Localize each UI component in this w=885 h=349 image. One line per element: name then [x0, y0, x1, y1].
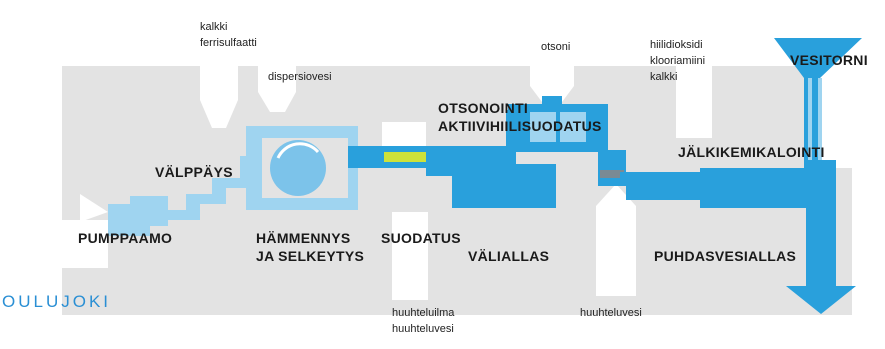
label-hammennys: HÄMMENNYS [256, 230, 351, 246]
flow-valppays [150, 156, 254, 220]
label-puhdasvesiallas: PUHDASVESIALLAS [654, 248, 797, 264]
label-oulujoki: OULUJOKI [2, 292, 112, 311]
label-suodatus: SUODATUS [381, 230, 461, 246]
otsonointi-top [542, 96, 562, 106]
label-valppays: VÄLPPÄYS [155, 164, 233, 180]
chem-ferrisulfaatti: ferrisulfaatti [200, 37, 257, 49]
pipe-to-puhdasvesiallas [620, 172, 700, 200]
otsonointi-tank [508, 104, 608, 152]
label-aktiivihiilisuodatus: AKTIIVIHIILISUODATUS [438, 118, 602, 134]
dosing-funnel-otsoni [530, 66, 574, 102]
dosing-funnel-dispersiovesi [258, 66, 296, 112]
valiallas-tank [452, 164, 556, 208]
label-valiallas: VÄLIALLAS [468, 248, 550, 264]
outflow-arrow [786, 160, 856, 314]
chem-klooriamiini: klooriamiini [650, 55, 706, 67]
label-otsonointi: OTSONOINTI [438, 100, 529, 116]
label-pumppaamo: PUMPPAAMO [78, 230, 173, 246]
chem-huuhteluilma: huuhteluilma [392, 307, 455, 319]
label-ja-selkeytys: JA SELKEYTYS [256, 248, 365, 264]
vesitorni-pipe-right [818, 78, 822, 198]
huuhteluvesi-column [596, 184, 636, 296]
otsonointi-chamber-1 [530, 112, 556, 142]
dosing-funnel-kalkki [200, 66, 238, 128]
suodatus-filter [384, 152, 426, 162]
puhdasvesiallas-tank [700, 168, 806, 208]
chem-kalkki-2: kalkki [650, 71, 678, 83]
flow-pumppaamo [108, 196, 168, 236]
hammennys-mixer [270, 140, 326, 196]
intake-arrow [80, 194, 108, 222]
label-vesitorni: VESITORNI [790, 52, 868, 68]
chem-dispersiovesi: dispersiovesi [268, 71, 332, 83]
pipe-to-valiallas [426, 110, 516, 176]
vesitorni-pipe-left [808, 78, 812, 198]
dosing-funnel-jalkikemikalointi [676, 66, 712, 138]
carbon-layer [600, 170, 624, 178]
huuhteluilma-column [392, 212, 428, 300]
chem-huuhteluvesi-carbon: huuhteluvesi [580, 307, 642, 319]
hammennys-mixer-highlight [276, 142, 320, 159]
label-jalkikemikalointi: JÄLKIKEMIKALOINTI [678, 144, 825, 160]
otsonointi-chamber-2 [560, 112, 586, 142]
chem-huuhteluvesi-filter: huuhteluvesi [392, 323, 454, 335]
chem-hiilidioksidi: hiilidioksidi [650, 39, 703, 51]
chem-kalkki: kalkki [200, 21, 228, 33]
chem-otsoni: otsoni [541, 41, 571, 53]
